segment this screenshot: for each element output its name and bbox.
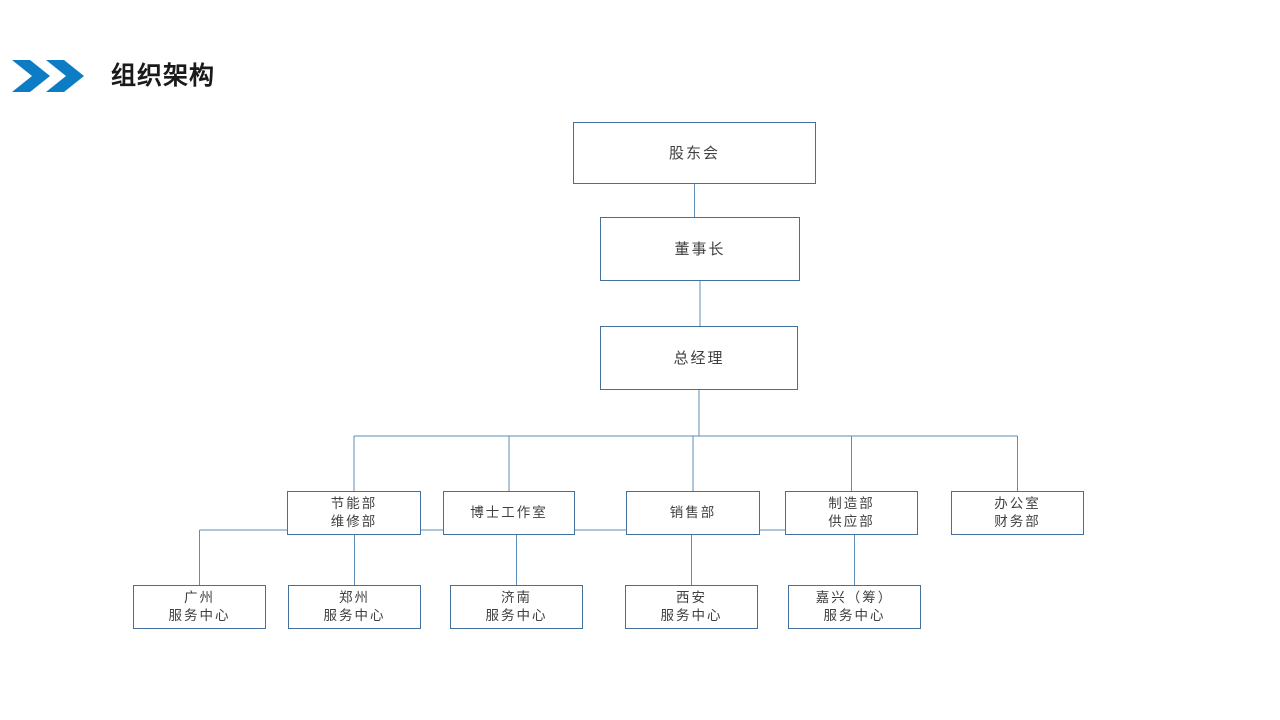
org-node-doctor-studio[interactable]: 博士工作室 [443, 491, 575, 535]
org-node-label: 西安 [676, 589, 707, 606]
org-node-label: 财务部 [994, 514, 1041, 530]
org-node-label: 服务中心 [485, 608, 548, 624]
org-node-shareholders[interactable]: 股东会 [573, 122, 816, 184]
org-node-guangzhou[interactable]: 广州服务中心 [133, 585, 266, 629]
org-node-label: 股东会 [668, 143, 720, 162]
org-node-label: 总经理 [673, 348, 725, 367]
org-node-label: 服务中心 [823, 608, 886, 624]
org-node-jinan[interactable]: 济南服务中心 [450, 585, 583, 629]
org-node-label: 销售部 [669, 504, 717, 521]
org-node-manufacturing-supply[interactable]: 制造部供应部 [785, 491, 918, 535]
org-node-sales[interactable]: 销售部 [626, 491, 760, 535]
org-node-label: 郑州 [339, 589, 370, 606]
org-node-zhengzhou[interactable]: 郑州服务中心 [288, 585, 421, 629]
org-node-office-finance[interactable]: 办公室财务部 [951, 491, 1084, 535]
org-node-chairman[interactable]: 董事长 [600, 217, 800, 281]
slide-header: 组织架构 [0, 48, 1280, 104]
org-node-label: 广州 [184, 589, 215, 606]
org-node-label: 服务中心 [168, 608, 231, 624]
org-node-label: 服务中心 [660, 608, 723, 624]
page-title: 组织架构 [111, 61, 216, 90]
org-node-label: 维修部 [330, 514, 378, 530]
org-node-xian[interactable]: 西安服务中心 [625, 585, 758, 629]
org-node-jiaxing[interactable]: 嘉兴（筹） 服务中心 [788, 585, 921, 629]
org-node-general-manager[interactable]: 总经理 [600, 326, 798, 390]
double-chevron-right-icon [12, 58, 90, 94]
org-node-label: 董事长 [674, 239, 726, 258]
org-node-label: 节能部 [330, 495, 378, 512]
org-node-energy-maintenance[interactable]: 节能部维修部 [287, 491, 421, 535]
org-node-label: 供应部 [828, 514, 875, 530]
org-node-label: 嘉兴（筹） [815, 589, 894, 606]
org-node-label: 服务中心 [323, 608, 386, 624]
org-node-label: 济南 [501, 589, 532, 606]
org-node-label: 办公室 [994, 495, 1041, 512]
org-node-label: 制造部 [828, 495, 875, 512]
org-node-label: 博士工作室 [470, 504, 548, 521]
